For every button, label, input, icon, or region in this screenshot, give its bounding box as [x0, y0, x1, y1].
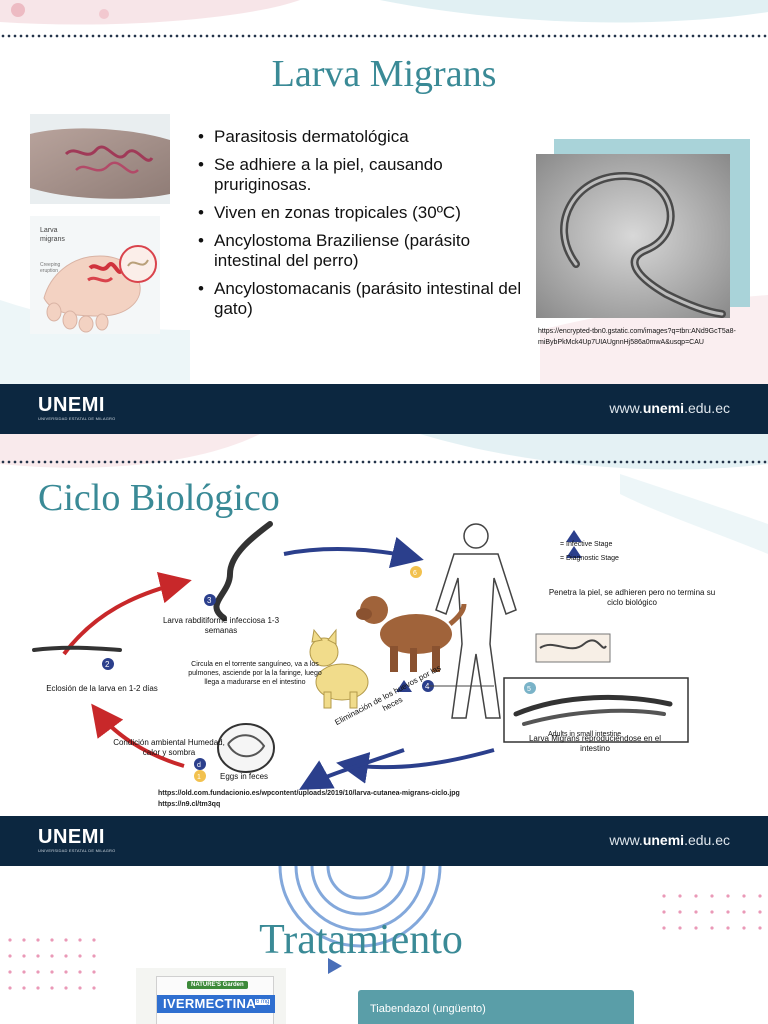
reference-link[interactable]: https://n9.cl/tm3qq: [158, 801, 221, 808]
lifecycle-diagram: 3 2 d 1 6: [32, 521, 689, 790]
svg-text:5: 5: [527, 686, 531, 693]
label-adults: Adults in small intestine: [548, 731, 622, 738]
legend-infective: = Infective Stage: [560, 541, 613, 548]
unemi-logo-subtitle: UNIVERSIDAD ESTATAL DE MILAGRO: [38, 416, 116, 421]
image-credit: https://encrypted-tbn0.gstatic.com/image…: [538, 328, 736, 346]
label-condicion: Condición ambiental Humedad, calor y som…: [113, 738, 225, 757]
treatment-card: Tiabendazol (ungüento): [358, 990, 634, 1024]
slide-title: Tratamiento: [259, 917, 463, 963]
label-circula: Circula en el torrente sanguíneo, va a l…: [188, 661, 322, 686]
footer-url[interactable]: www.unemi.edu.ec: [609, 832, 730, 848]
footer-bar: UNEMI UNIVERSIDAD ESTATAL DE MILAGRO www…: [0, 816, 768, 866]
cat-illustration: [309, 628, 369, 709]
foot-label: Creeping: [40, 262, 61, 268]
bullet-item: Parasitosis dermatológica: [198, 127, 528, 147]
svg-text:d: d: [197, 762, 201, 769]
arrow-blue: [299, 748, 405, 790]
dotted-divider: [0, 460, 768, 464]
svg-text:3: 3: [207, 596, 212, 605]
foot-diagram: Larva migrans Creeping eruption: [30, 216, 160, 334]
product-brand: NATURE'S Garden: [187, 981, 248, 989]
label-penetra: Penetra la piel, se adhieren pero no ter…: [548, 588, 716, 607]
unemi-logo: UNEMI: [38, 826, 105, 848]
footer-url[interactable]: www.unemi.edu.ec: [609, 400, 730, 416]
url-prefix: www.: [609, 400, 643, 416]
dotted-divider: [0, 34, 768, 38]
foot-label: migrans: [40, 236, 65, 243]
skin-lesion-photo: [30, 114, 170, 204]
rhabditiform-larva: [213, 521, 273, 621]
url-prefix: www.: [609, 832, 643, 848]
slide-larva-migrans: Larva Migrans Larva migrans Creeping eru…: [0, 0, 768, 384]
svg-text:2: 2: [105, 660, 110, 669]
url-brand: unemi: [642, 400, 685, 416]
arrow-blue: [283, 536, 424, 569]
larva-microscope-photo: [536, 154, 730, 318]
foot-label: eruption: [40, 268, 59, 274]
bullet-item: Ancylostomacanis (parásito intestinal de…: [198, 279, 528, 319]
product-name: IVERMECTINA: [163, 996, 256, 1011]
unemi-logo: UNEMI: [38, 394, 105, 416]
label-reproduciendo: Larva Migrans reproduciéndose en el inte…: [528, 734, 662, 753]
arrow-red: [62, 572, 192, 656]
url-suffix: .edu.ec: [684, 832, 730, 848]
bullet-item: Ancylostoma Braziliense (parásito intest…: [198, 231, 528, 271]
slide-title: Larva Migrans: [271, 53, 497, 95]
svg-text:6: 6: [413, 570, 417, 577]
slide-tratamiento: Tratamiento NATURE'S Garden IVERMECTINA …: [0, 866, 768, 1024]
footer-bar: UNEMI UNIVERSIDAD ESTATAL DE MILAGRO www…: [0, 384, 768, 434]
slide-ciclo-biologico: Ciclo Biológico 3 2 d 1 6: [0, 434, 768, 816]
ivermectina-product-photo: NATURE'S Garden IVERMECTINA 6 mg: [136, 968, 286, 1024]
label-rabditiforme: Larva rabditiforme infecciosa 1-3 semana…: [162, 616, 280, 635]
decorative-background: [8, 866, 762, 990]
bullet-list: Parasitosis dermatológica Se adhiere a l…: [198, 127, 528, 327]
reference-link[interactable]: https://old.com.fundacionio.es/wpcontent…: [158, 790, 460, 797]
bullet-item: Viven en zonas tropicales (30ºC): [198, 203, 528, 223]
svg-text:1: 1: [197, 774, 201, 781]
egg-illustration: [217, 723, 275, 773]
arrow-red: [91, 703, 185, 768]
url-suffix: .edu.ec: [684, 400, 730, 416]
label-eggs: Eggs in feces: [220, 772, 269, 781]
dog-illustration: [356, 596, 467, 672]
foot-label: Larva: [40, 227, 58, 234]
legend-diagnostic: = Diagnostic Stage: [560, 555, 619, 562]
url-brand: unemi: [642, 832, 685, 848]
treatment-label: Tiabendazol (ungüento): [370, 1003, 486, 1015]
svg-text:4: 4: [425, 682, 430, 691]
bullet-item: Se adhiere a la piel, causando prurigino…: [198, 155, 528, 195]
slide-title: Ciclo Biológico: [38, 477, 280, 519]
unemi-logo-subtitle: UNIVERSIDAD ESTATAL DE MILAGRO: [38, 848, 116, 853]
label-eclosion: Eclosión de la larva en 1-2 días: [46, 684, 158, 693]
product-dose: 6 mg: [255, 999, 271, 1005]
